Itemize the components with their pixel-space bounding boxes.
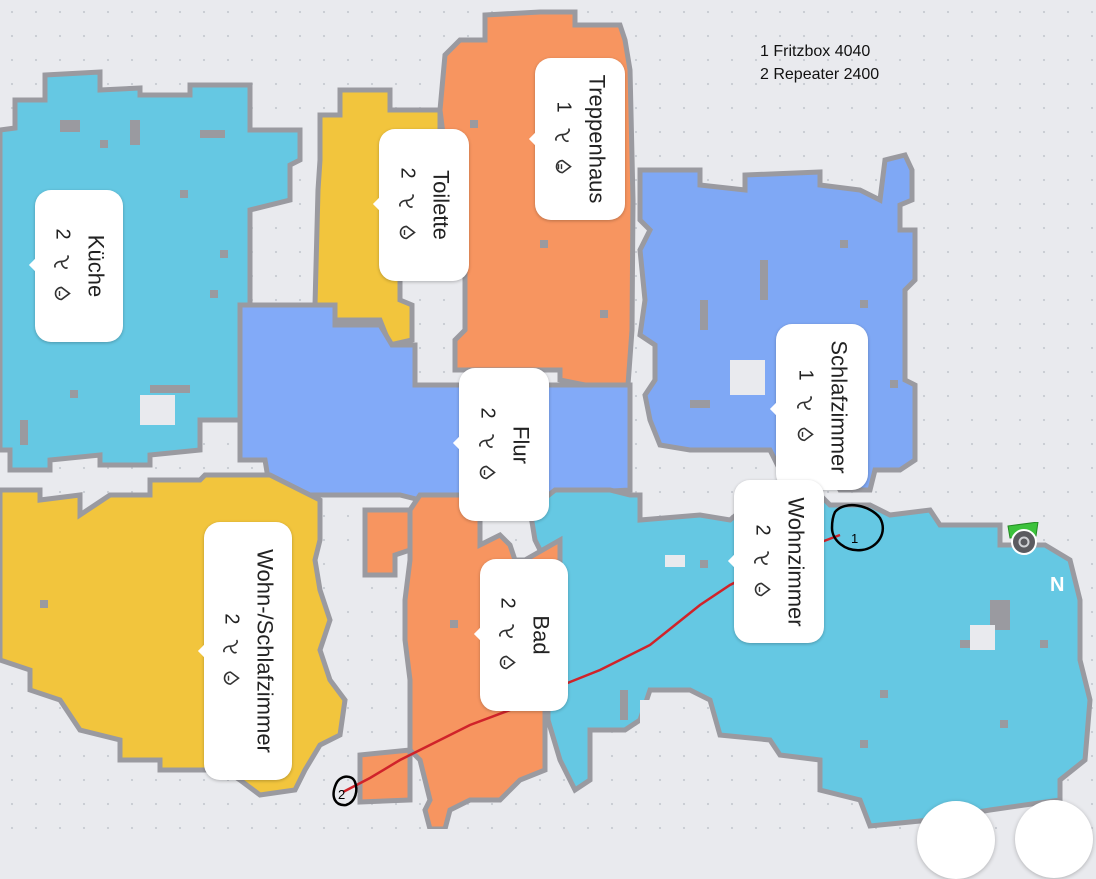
map-control-button[interactable]: [917, 801, 995, 879]
suction-level: 2: [496, 597, 519, 609]
room-name: Wohn-/Schlafzimmer: [252, 549, 278, 753]
repeater-marker: [332, 775, 358, 807]
fan-icon: [553, 125, 573, 145]
suction-level: 2: [476, 406, 499, 419]
room-card-kueche[interactable]: Küche 2: [28, 190, 123, 342]
room-card-treppenhaus[interactable]: Treppenhaus 1: [528, 58, 625, 220]
room-name: Küche: [83, 234, 109, 298]
fan-icon: [221, 637, 241, 657]
room-card-toilette[interactable]: Toilette 2: [372, 129, 469, 281]
water-drop-icon: [752, 579, 772, 599]
floor-map[interactable]: 1 2: [0, 0, 1096, 829]
charging-dock-icon[interactable]: [1006, 521, 1042, 567]
legend-line-router: 1 Fritzbox 4040: [760, 43, 871, 60]
suction-level: 2: [396, 167, 419, 179]
suction-level: 2: [51, 228, 74, 240]
room-card-schlafzimmer[interactable]: Schlafzimmer 1: [769, 324, 868, 490]
water-drop-icon: [553, 157, 573, 177]
router-marker: [830, 503, 885, 552]
room-card-flur[interactable]: Flur 2: [452, 368, 549, 521]
water-drop-icon: [477, 462, 497, 482]
suction-level: 2: [751, 523, 774, 536]
water-drop-icon: [795, 425, 815, 445]
room-name: Bad: [528, 615, 554, 655]
suction-level: 1: [794, 369, 817, 381]
room-card-wohnzimmer[interactable]: Wohnzimmer 2: [727, 480, 824, 643]
fan-icon: [497, 621, 517, 641]
map-control-button-2[interactable]: [1015, 800, 1093, 878]
fan-icon: [397, 191, 417, 211]
legend-line-repeater: 2 Repeater 2400: [760, 66, 880, 83]
water-drop-icon: [221, 669, 241, 689]
room-card-wohn-schlafzimmer[interactable]: Wohn-/Schlafzimmer 2: [197, 522, 292, 780]
room-name: Toilette: [428, 170, 454, 240]
room-name: Schlafzimmer: [826, 340, 852, 474]
fan-icon: [752, 547, 772, 567]
room-name: Treppenhaus: [584, 74, 610, 204]
room-area-kueche: [0, 69, 303, 473]
water-drop-icon: [52, 284, 72, 304]
water-drop-icon: [397, 223, 417, 243]
suction-level: 1: [552, 101, 575, 113]
suction-level: 2: [220, 613, 243, 625]
fan-icon: [52, 252, 72, 272]
fan-icon: [795, 393, 815, 413]
fan-icon: [477, 430, 497, 450]
annotation-legend: 1 Fritzbox 4040 2 Repeater 2400: [760, 40, 879, 86]
marker-label-2: 2: [338, 787, 345, 802]
north-indicator: N: [1050, 574, 1065, 596]
room-name: Flur: [508, 425, 534, 464]
marker-label-1: 1: [851, 531, 858, 546]
water-drop-icon: [497, 653, 517, 673]
room-card-bad[interactable]: Bad 2: [473, 559, 568, 711]
room-area-wohn-schlafzimmer: [0, 472, 348, 798]
room-name: Wohnzimmer: [783, 496, 809, 627]
